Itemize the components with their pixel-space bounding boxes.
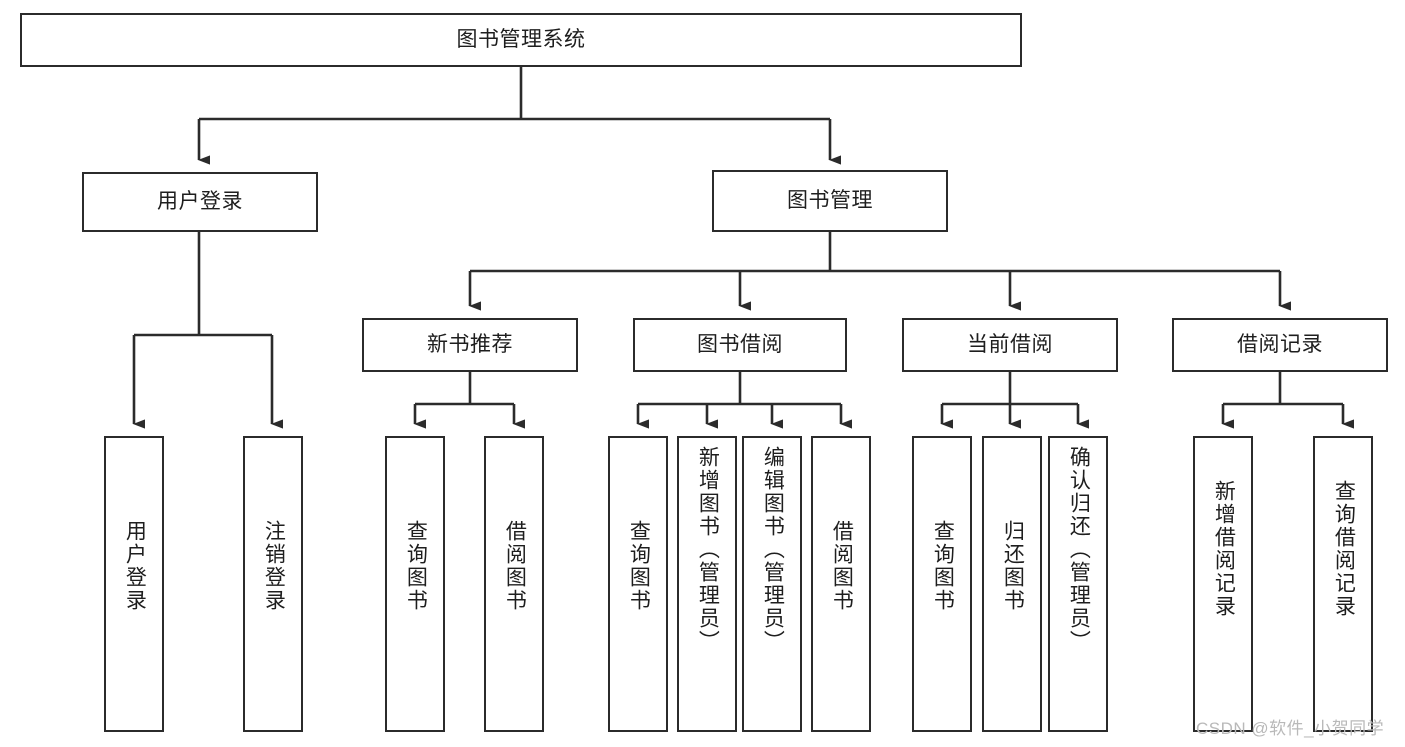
leaf-new-book-borrow-book[interactable]: 借阅图书 xyxy=(484,436,544,732)
node-book-borrow[interactable]: 图书借阅 xyxy=(633,318,847,372)
node-label: 用户登录 xyxy=(123,520,147,612)
node-label: 新增借阅记录 xyxy=(1212,480,1236,618)
node-book-management[interactable]: 图书管理 xyxy=(712,170,948,232)
edge-group-user-login xyxy=(132,232,283,429)
node-label: 新书推荐 xyxy=(427,332,513,356)
leaf-current-borrow-query-book[interactable]: 查询图书 xyxy=(912,436,972,732)
node-label: 查询图书 xyxy=(404,520,428,612)
node-label: 图书借阅 xyxy=(697,332,783,356)
node-label: 当前借阅 xyxy=(967,332,1053,356)
node-current-borrow[interactable]: 当前借阅 xyxy=(902,318,1118,372)
edge-group-new-book xyxy=(413,372,525,429)
leaf-user-login-logout[interactable]: 注销登录 xyxy=(243,436,303,732)
leaf-book-borrow-query-book[interactable]: 查询图书 xyxy=(608,436,668,732)
node-label: 查询图书 xyxy=(627,520,651,612)
edge-group-borrow-record xyxy=(1221,372,1354,429)
edge-group-current-borrow xyxy=(940,372,1089,429)
node-label: 图书管理 xyxy=(787,188,873,212)
leaf-book-borrow-add-book-admin[interactable]: 新增图书（管理员） xyxy=(677,436,737,732)
node-label: 借阅图书 xyxy=(503,520,527,612)
node-label: 查询借阅记录 xyxy=(1332,480,1356,618)
node-label: 编辑图书（管理员） xyxy=(761,446,785,653)
node-label: 新增图书（管理员） xyxy=(696,446,720,653)
edge-group-book-borrow xyxy=(636,372,852,429)
leaf-new-book-query-book[interactable]: 查询图书 xyxy=(385,436,445,732)
leaf-current-borrow-return-book[interactable]: 归还图书 xyxy=(982,436,1042,732)
node-label: 查询图书 xyxy=(931,520,955,612)
node-borrow-record[interactable]: 借阅记录 xyxy=(1172,318,1388,372)
leaf-borrow-record-query-record[interactable]: 查询借阅记录 xyxy=(1313,436,1373,732)
node-label: 确认归还（管理员） xyxy=(1067,446,1091,653)
node-label: 借阅图书 xyxy=(830,520,854,612)
node-label: 归还图书 xyxy=(1001,520,1025,612)
node-label: 注销登录 xyxy=(262,520,286,612)
node-label: 图书管理系统 xyxy=(456,27,586,51)
node-root-library-system[interactable]: 图书管理系统 xyxy=(20,13,1022,67)
leaf-borrow-record-add-record[interactable]: 新增借阅记录 xyxy=(1193,436,1253,732)
node-new-book-recommend[interactable]: 新书推荐 xyxy=(362,318,578,372)
node-label: 用户登录 xyxy=(157,189,243,213)
edge-group-root xyxy=(197,67,841,165)
leaf-user-login-login[interactable]: 用户登录 xyxy=(104,436,164,732)
node-user-login[interactable]: 用户登录 xyxy=(82,172,318,232)
leaf-book-borrow-borrow-book[interactable]: 借阅图书 xyxy=(811,436,871,732)
leaf-book-borrow-edit-book-admin[interactable]: 编辑图书（管理员） xyxy=(742,436,802,732)
edge-group-book-manage xyxy=(468,232,1291,311)
leaf-current-borrow-confirm-return-admin[interactable]: 确认归还（管理员） xyxy=(1048,436,1108,732)
node-label: 借阅记录 xyxy=(1237,332,1323,356)
